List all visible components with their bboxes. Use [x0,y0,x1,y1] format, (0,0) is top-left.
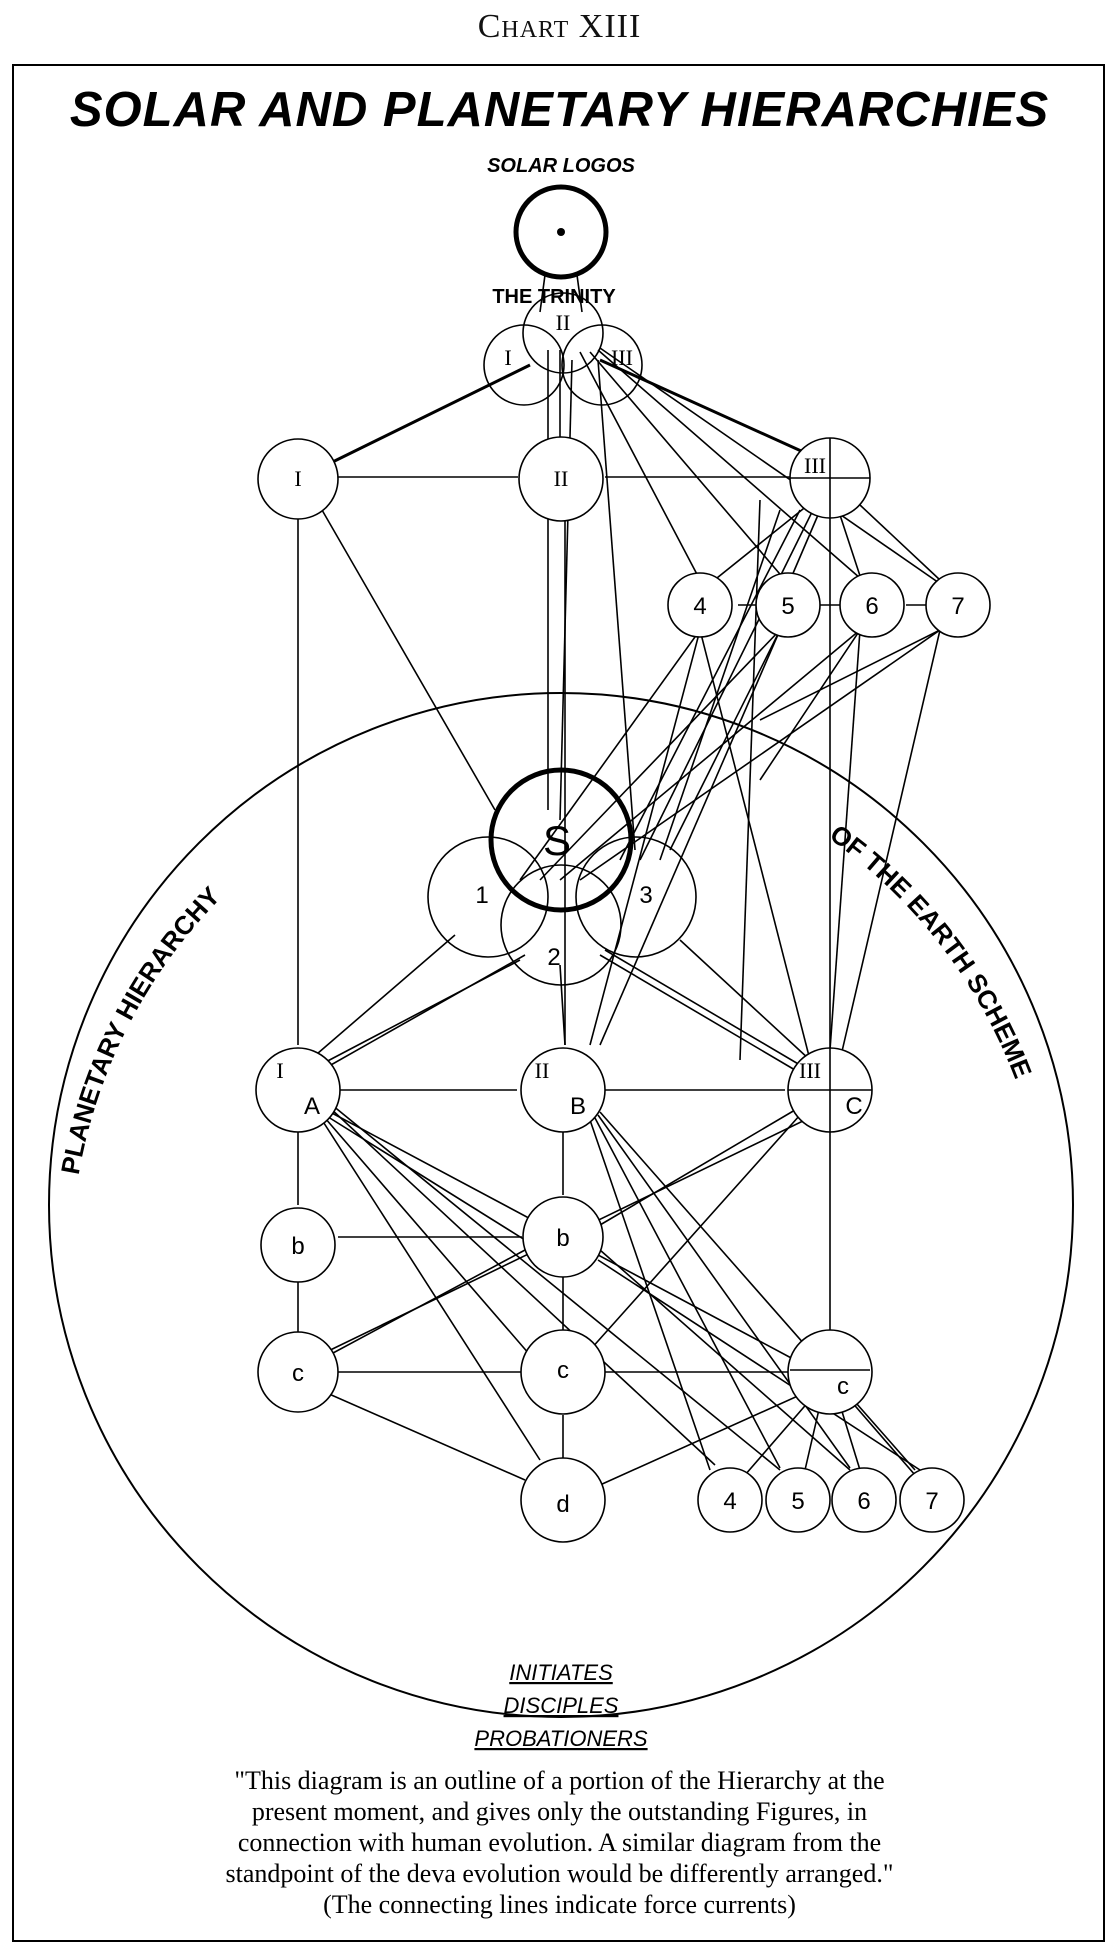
solar-node-6 [839,572,905,638]
chart-number-label: Chart XIII [477,8,642,45]
solar-label-4: 4 [693,593,706,620]
sanat-kumara-group: S 1 2 3 [427,767,697,986]
planetary-label-III: III [799,1058,821,1083]
sanat-node-3 [575,836,697,958]
force-current-lines [297,274,943,1486]
quote-line-3: connection with human evolution. A simil… [237,1828,882,1857]
solar-label-6: 6 [865,593,878,620]
planetary-label-4: 4 [723,1488,736,1515]
solar-label-I: I [294,466,301,491]
planetary-label-B: B [570,1093,586,1120]
planetary-label-5: 5 [791,1488,804,1515]
quote-line-1: "This diagram is an outline of a portion… [234,1766,885,1795]
planetary-node-4 [697,1467,763,1533]
solar-node-7 [925,572,991,638]
solar-node-I [257,438,339,520]
planetary-node-b-left [260,1207,336,1283]
planetary-label-b-left: b [291,1233,304,1260]
solar-logos-center-dot [557,228,565,236]
solar-logos-label: SOLAR LOGOS [487,155,635,177]
planetary-node-c-mid [520,1329,606,1415]
solar-label-II: II [554,466,569,491]
quote-line-4: standpoint of the deva evolution would b… [225,1859,894,1888]
trinity-label-II: II [556,310,571,335]
planetary-label-7: 7 [925,1488,938,1515]
trinity-group: I II III [483,292,643,406]
sanat-label-S: S [543,817,571,864]
solar-label-III: III [804,453,826,478]
planetary-label-d: d [556,1491,569,1518]
planetary-label-c-right: c [837,1373,849,1400]
quote-line-5: (The connecting lines indicate force cur… [323,1890,796,1919]
solar-label-7: 7 [951,593,964,620]
solar-node-II [518,436,604,522]
trinity-node-I [483,324,565,406]
solar-node-5 [755,572,821,638]
planetary-node-A [255,1047,341,1133]
planetary-node-7 [899,1467,965,1533]
planetary-node-5 [765,1467,831,1533]
solar-label-5: 5 [781,593,794,620]
quote-line-2: present moment, and gives only the outst… [251,1797,868,1826]
planetary-node-c-left [257,1331,339,1413]
planetary-label-c-mid: c [557,1357,569,1384]
planetary-bottom-row: d 4 5 6 7 [520,1457,965,1543]
planetary-node-B [520,1047,606,1133]
trinity-node-III [561,324,643,406]
planetary-main-row: I A II B III C [255,1047,873,1133]
sanat-node-1 [427,836,549,958]
planetary-label-b-mid: b [556,1225,569,1252]
sanat-label-2: 2 [547,944,560,971]
planetary-label-A: A [304,1093,320,1120]
solar-ray-row: I II III [257,436,871,522]
sanat-label-3: 3 [639,882,652,909]
planetary-hierarchy-circle [48,692,1074,1718]
trinity-label-III: III [611,345,633,370]
planetary-node-c-right [787,1329,873,1415]
legend-probationers: PROBATIONERS [474,1726,648,1751]
legend: INITIATES DISCIPLES PROBATIONERS [474,1660,648,1751]
planetary-node-b-mid [522,1196,604,1278]
diagram-frame [12,64,1105,1942]
diagram-title: SOLAR AND PLANETARY HIERARCHIES [69,83,1050,137]
planetary-c-row: c c c [257,1329,873,1415]
planetary-label-6: 6 [857,1488,870,1515]
sanat-node-S [488,767,634,913]
planetary-label-C: C [845,1093,862,1120]
legend-disciples: DISCIPLES [504,1693,619,1718]
diagram-quote: "This diagram is an outline of a portion… [100,1765,1019,1920]
legend-initiates: INITIATES [509,1660,613,1685]
solar-minor-rays: 4 5 6 7 [667,572,991,638]
planetary-label-II: II [535,1058,550,1083]
planetary-b-row: b b [260,1196,604,1283]
planetary-node-d [520,1457,606,1543]
trinity-label-I: I [504,345,511,370]
planetary-node-6 [831,1467,897,1533]
planetary-label-c-left: c [292,1360,304,1387]
solar-node-4 [667,572,733,638]
sanat-label-1: 1 [475,882,488,909]
planetary-label-I: I [276,1058,283,1083]
trinity-label: THE TRINITY [492,286,616,308]
sanat-node-2 [500,864,622,986]
